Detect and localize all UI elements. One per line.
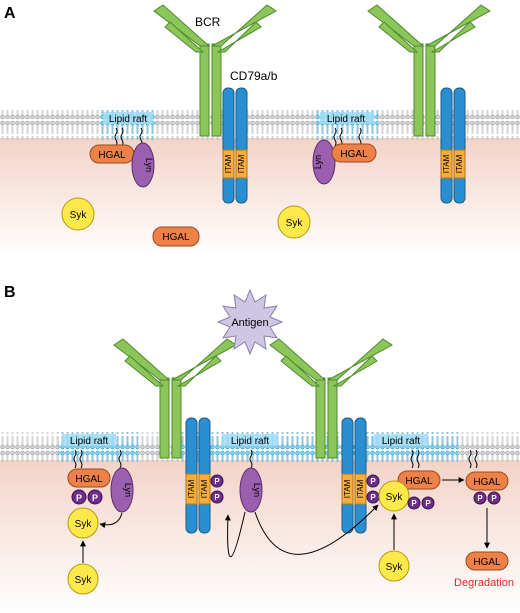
panel-b-lyn-2: [239, 467, 263, 513]
panel-b-syk-2: [67, 563, 99, 595]
panel-b-phospho-5-label: P: [370, 477, 376, 486]
panel-b-phospho-1-label: P: [76, 493, 82, 503]
panel-b-phospho-9: [473, 491, 487, 505]
panel-b-raft-label-1: Lipid raft: [70, 436, 109, 447]
panel-a-hgal-1-label: HGAL: [98, 150, 126, 161]
panel-b-phospho-4: [210, 490, 224, 504]
panel-b-hgal-1: [67, 468, 111, 488]
panel-b-arrow-lyn-to-syk: [99, 512, 123, 529]
panel-b-phospho-4-label: P: [214, 493, 220, 502]
panel-b-hgal-2: [397, 470, 441, 490]
panel-a-bcr-1: [153, 4, 277, 137]
panel-a-itam-3: ITAM: [442, 154, 451, 173]
panel-b-itam-4: ITAM: [356, 479, 365, 498]
panel-a-cytoplasm: [0, 138, 520, 258]
panel-a-bcr-2: [367, 4, 491, 137]
panel-b-bcr-1: [113, 338, 237, 459]
panel-b-phospho-8: [421, 496, 435, 510]
panel-b-hgal-1-label: HGAL: [75, 474, 103, 485]
panel-a-label: A: [4, 5, 16, 22]
panel-a-itam-2: ITAM: [237, 154, 246, 173]
panel-b-lyn-1: [110, 467, 134, 513]
panel-a-syk-2-label: Syk: [286, 218, 304, 229]
panel-a-raft-label-1: Lipid raft: [109, 114, 148, 125]
panel-a-hgal-2: [331, 143, 377, 163]
panel-b-itam-1: ITAM: [187, 479, 196, 498]
panel-a-bcr-label: BCR: [195, 15, 221, 29]
panel-b-itam-2: ITAM: [200, 479, 209, 498]
panel-b-label: B: [4, 284, 16, 301]
panel-b-syk-4: [378, 550, 410, 582]
panel-a-hgal-free: [152, 226, 200, 247]
panel-b-phospho-3: [210, 474, 224, 488]
panel-a-itam-1: ITAM: [224, 154, 233, 173]
panel-b-hgal-4-label: HGAL: [473, 557, 501, 568]
panel-a-syk-1-label: Syk: [70, 210, 88, 221]
panel-b-lyn-2-label: Lyn: [252, 483, 262, 497]
panel-b-hgal-4: [465, 551, 509, 571]
panel-b-syk-3: [378, 480, 410, 512]
panel-b-bcr-2: [269, 338, 393, 459]
panel-b-phospho-7: [407, 496, 421, 510]
panel-a-lyn-1-label: Lyn: [144, 158, 154, 172]
panel-b-arrow-lyn-to-itam: [224, 511, 246, 558]
panel-b-syk-2-label: Syk: [75, 575, 93, 586]
panel-b-phospho-2: [87, 489, 103, 505]
panel-b-syk-1-label: Syk: [75, 519, 93, 530]
panel-b-hgal-2-label: HGAL: [405, 476, 433, 487]
panel-b-phospho-6-label: P: [370, 493, 376, 502]
panel-b-arrow-lyn-to-right-complex: [254, 504, 379, 555]
panel-b-phospho-7-label: P: [411, 499, 417, 508]
panel-a-cd79-1: ITAM ITAM: [222, 87, 248, 204]
panel-b-phospho-2-label: P: [92, 493, 98, 503]
panel-a-lyn-1: [131, 142, 155, 188]
panel-b-phospho-5: [366, 474, 380, 488]
panel-b-degradation-label: Degradation: [454, 577, 514, 589]
panel-b-lyn-1-label: Lyn: [123, 483, 133, 497]
panel-a-lyn-2: [312, 139, 336, 185]
panel-b-syk-1: [67, 507, 99, 539]
panel-a: A Lipid raft Lipid raft BCR CD79a/b: [0, 4, 520, 258]
panel-b-syk-3-label: Syk: [386, 492, 404, 503]
panel-b-phospho-10-label: P: [491, 494, 497, 503]
panel-b-phospho-8-label: P: [425, 499, 431, 508]
panel-b-phospho-1: [71, 489, 87, 505]
panel-b-phospho-10: [487, 491, 501, 505]
panel-a-raft-label-2: Lipid raft: [327, 114, 366, 125]
panel-b-hgal-3: [465, 471, 509, 491]
panel-a-cd79-2: ITAM ITAM: [440, 87, 466, 204]
panel-a-syk-1: [61, 197, 95, 231]
panel-b-raft-label-2: Lipid raft: [231, 436, 270, 447]
panel-b-phospho-3-label: P: [214, 477, 220, 486]
panel-b-hgal-3-label: HGAL: [473, 477, 501, 488]
panel-a-lipid-anchors: [114, 127, 362, 153]
panel-b-cd79-1: ITAM ITAM: [185, 417, 211, 534]
antigen-label: Antigen: [231, 317, 268, 329]
panel-b: B Lipid raft Lipid raft Lipid raft: [0, 284, 520, 613]
panel-a-itam-4: ITAM: [455, 154, 464, 173]
antigen-star: [216, 288, 284, 356]
panel-a-cd79-label: CD79a/b: [230, 69, 278, 83]
panel-a-hgal-2-label: HGAL: [340, 149, 368, 160]
panel-a-lyn-2-label: Lyn: [313, 155, 323, 169]
panel-a-syk-2: [277, 205, 311, 239]
panel-b-raft-label-3: Lipid raft: [382, 436, 421, 447]
panel-b-syk-4-label: Syk: [386, 562, 404, 573]
panel-b-itam-3: ITAM: [343, 479, 352, 498]
panel-a-hgal-free-label: HGAL: [162, 232, 190, 243]
panel-b-phospho-9-label: P: [477, 494, 483, 503]
